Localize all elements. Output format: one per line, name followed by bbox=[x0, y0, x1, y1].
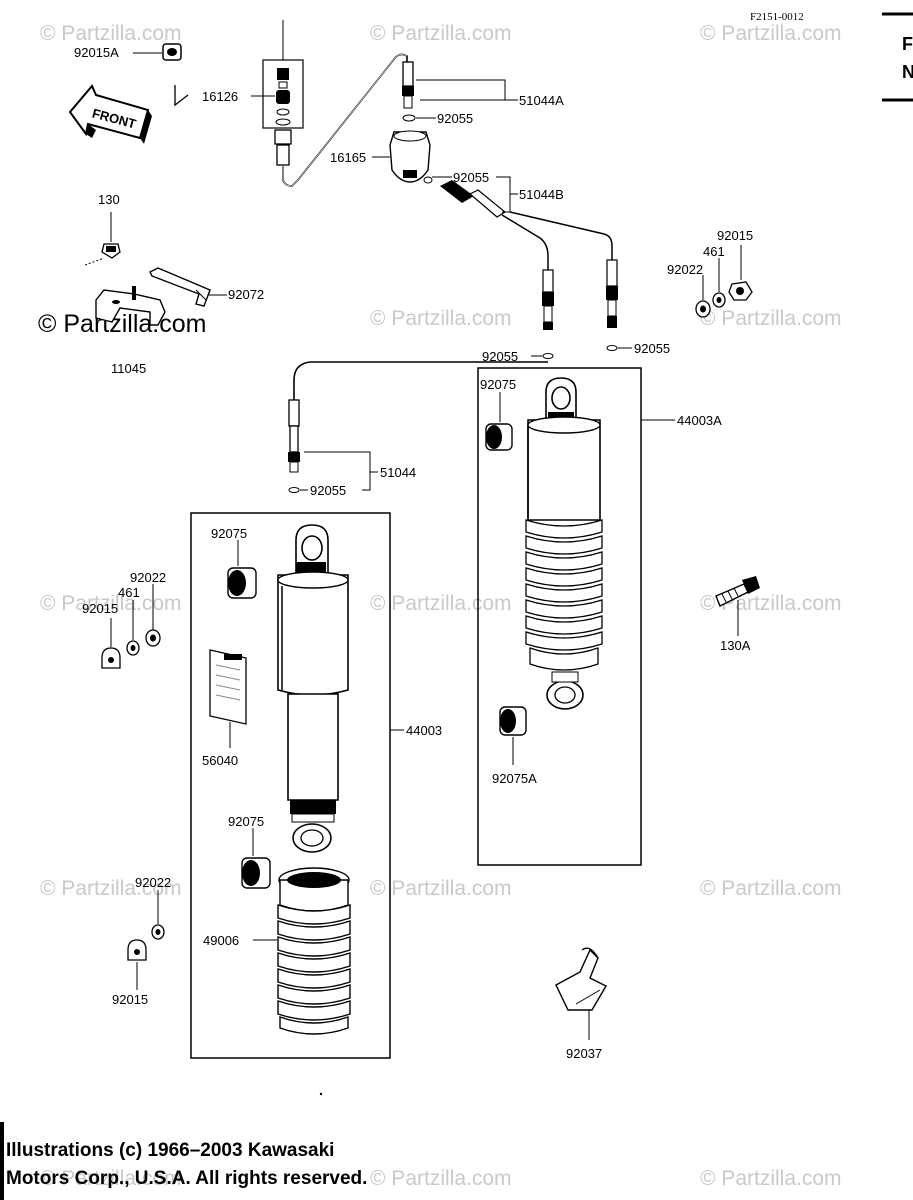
washer-icon bbox=[126, 640, 140, 656]
washer-icon bbox=[145, 629, 161, 647]
front-arrow-icon: FRONT bbox=[68, 84, 152, 144]
hose-fitting-icon bbox=[606, 259, 618, 328]
copyright-line-1: Illustrations (c) 1966–2003 Kawasaki bbox=[6, 1140, 335, 1161]
shock-absorber-icon bbox=[277, 524, 349, 853]
edge-letter: N bbox=[902, 62, 913, 82]
part-label: 56040 bbox=[202, 753, 238, 768]
bushing-icon bbox=[499, 706, 527, 736]
part-label: 92055 bbox=[634, 341, 670, 356]
part-label: 92072 bbox=[228, 287, 264, 302]
shock-absorber-icon bbox=[525, 377, 603, 710]
edge-letter: F bbox=[902, 34, 913, 54]
watermark: © Partzilla.com bbox=[700, 22, 842, 45]
part-label: 92022 bbox=[130, 570, 166, 585]
part-label: 130A bbox=[720, 638, 751, 653]
part-label: 51044B bbox=[519, 187, 564, 202]
diagram-code: F2151-0012 bbox=[750, 11, 804, 23]
part-label: 49006 bbox=[203, 933, 239, 948]
decal-icon bbox=[209, 649, 247, 725]
hose-fitting-icon bbox=[542, 269, 554, 330]
part-label: 92015 bbox=[717, 228, 753, 243]
watermark: © Partzilla.com bbox=[370, 877, 512, 900]
copyright-line-2: Motors Corp., U.S.A. All rights reserved… bbox=[6, 1168, 368, 1189]
watermarks: © Partzilla.com © Partzilla.com © Partzi… bbox=[38, 22, 842, 1190]
washer-icon bbox=[695, 300, 711, 318]
bolt-icon bbox=[101, 243, 121, 259]
part-label: 461 bbox=[703, 244, 725, 259]
part-label: 92015A bbox=[74, 45, 119, 60]
watermark: © Partzilla.com bbox=[370, 307, 512, 330]
part-label: 16126 bbox=[202, 89, 238, 104]
part-label: 92055 bbox=[310, 483, 346, 498]
part-label: 92075 bbox=[480, 377, 516, 392]
boot-bellows-icon bbox=[277, 867, 351, 1035]
washer-icon bbox=[712, 292, 726, 308]
part-label: 92075 bbox=[211, 526, 247, 541]
part-label: 92055 bbox=[482, 349, 518, 364]
part-label: 92015 bbox=[112, 992, 148, 1007]
part-label: 130 bbox=[98, 192, 120, 207]
part-label: 92015 bbox=[82, 601, 118, 616]
watermark: © Partzilla.com bbox=[370, 592, 512, 615]
cap-nut-icon bbox=[728, 281, 753, 301]
valve-icon bbox=[274, 68, 292, 166]
nut-icon bbox=[162, 43, 182, 61]
part-label: 92022 bbox=[135, 875, 171, 890]
bracket-icon bbox=[95, 286, 166, 326]
watermark: © Partzilla.com bbox=[370, 1167, 512, 1190]
part-label: 44003 bbox=[406, 723, 442, 738]
bushing-icon bbox=[485, 423, 513, 451]
watermark: © Partzilla.com bbox=[40, 22, 182, 45]
hose-fitting-icon bbox=[402, 61, 414, 109]
part-label: 16165 bbox=[330, 150, 366, 165]
hose-fitting-icon bbox=[288, 399, 300, 473]
watermark: © Partzilla.com bbox=[370, 22, 512, 45]
cap-nut-icon bbox=[127, 939, 147, 961]
bushing-icon bbox=[227, 567, 257, 599]
watermark: © Partzilla.com bbox=[700, 1167, 842, 1190]
part-label: 92075A bbox=[492, 771, 537, 786]
watermark: © Partzilla.com bbox=[40, 592, 182, 615]
bolt-icon bbox=[715, 576, 760, 607]
washer-icon bbox=[151, 924, 165, 940]
copyright-bar bbox=[0, 1122, 4, 1200]
part-label: 92022 bbox=[667, 262, 703, 277]
part-label: 92037 bbox=[566, 1046, 602, 1061]
watermark: © Partzilla.com bbox=[700, 307, 842, 330]
watermark-dark: © Partzilla.com bbox=[38, 310, 206, 338]
part-label: 461 bbox=[118, 585, 140, 600]
part-label: 92055 bbox=[437, 111, 473, 126]
part-label: 11045 bbox=[111, 361, 146, 376]
part-label: 51044A bbox=[519, 93, 564, 108]
cap-nut-icon bbox=[101, 647, 121, 669]
strap-icon bbox=[149, 267, 211, 307]
part-label: 92075 bbox=[228, 814, 264, 829]
part-label: 92055 bbox=[453, 170, 489, 185]
watermark: © Partzilla.com bbox=[40, 877, 182, 900]
bushing-icon bbox=[241, 857, 271, 889]
reservoir-cap-icon bbox=[389, 130, 431, 183]
part-label: 51044 bbox=[380, 465, 416, 480]
hose-fitting-icon bbox=[440, 180, 507, 218]
watermark: © Partzilla.com bbox=[40, 1167, 182, 1190]
part-label: 44003A bbox=[677, 413, 722, 428]
pad-icon bbox=[555, 947, 607, 1011]
watermark: © Partzilla.com bbox=[700, 877, 842, 900]
